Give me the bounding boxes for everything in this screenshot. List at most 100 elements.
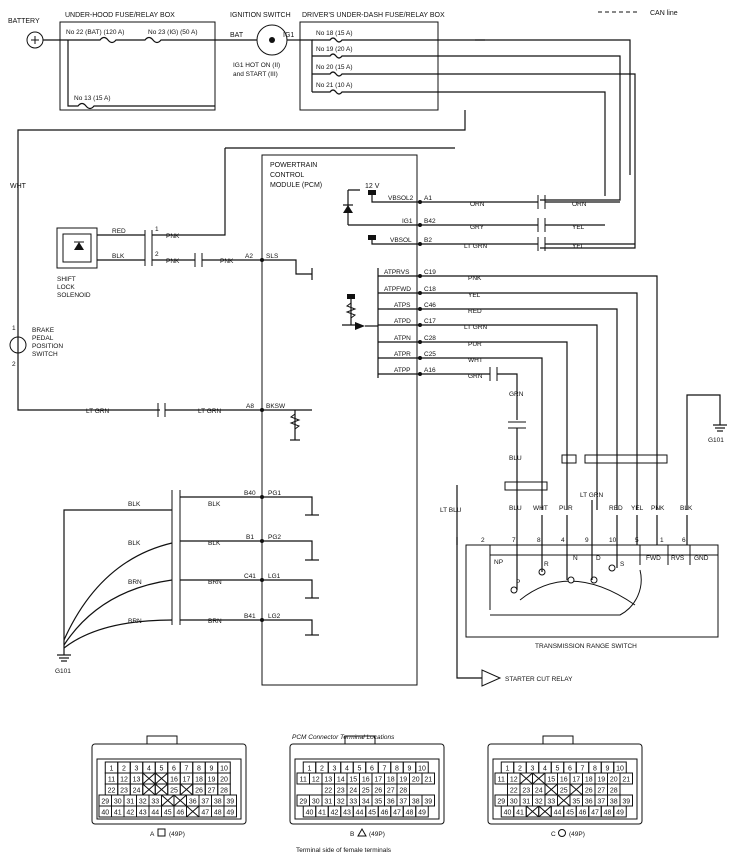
connector-a-pin: 49	[226, 810, 234, 817]
connector-a-pin: 43	[139, 810, 147, 817]
bpps-pin-2: 2	[12, 361, 16, 368]
battery-label: BATTERY	[8, 18, 40, 25]
bpps-label-1: BRAKE	[32, 327, 55, 334]
connector-a-pin: 6	[172, 766, 176, 773]
trs-connector-c	[584, 454, 668, 464]
connector-c-pin: 21	[622, 777, 630, 784]
trs-connector-a	[504, 481, 548, 491]
trs-connector-b	[561, 454, 577, 464]
connector-c-pin: 5	[556, 766, 560, 773]
connector-a-pin: 1	[110, 766, 114, 773]
connector-b-pin: 42	[331, 810, 339, 817]
connector-b-pin: 37	[399, 799, 407, 806]
trs-pin-8: 8	[537, 537, 541, 544]
connector-c-pin: 32	[535, 799, 543, 806]
connector-b-pin: 17	[374, 777, 382, 784]
connector-b-pin: 24	[349, 788, 357, 795]
brake-pedal-switch	[9, 336, 27, 354]
trs-rvs: RVS	[671, 555, 685, 562]
connector-c-pin: 11	[498, 777, 505, 784]
wire-orn-1: ORN	[470, 201, 485, 208]
connector-c-pin: 46	[579, 810, 587, 817]
trs-pin-2: 2	[481, 537, 485, 544]
connector-b-pin: 6	[370, 766, 374, 773]
wire-yel-atp: YEL	[468, 292, 481, 299]
connector-b-pin: 13	[324, 777, 332, 784]
shift-lock-label-1: SHIFT	[57, 276, 76, 283]
pcm-label-2: CONTROL	[270, 172, 304, 179]
connector-c-pin: 17	[572, 777, 580, 784]
fuse-21-label: No 21 (10 A)	[316, 82, 353, 89]
gnd-wire-blk-2: BLK	[208, 501, 221, 508]
connector-b-pin: 32	[337, 799, 345, 806]
connector-b-pin: 43	[343, 810, 351, 817]
pcm-sig-atpfwd: ATPFWD	[384, 286, 411, 293]
connector-b-pin: 44	[356, 810, 364, 817]
connector-a-pin: 29	[101, 799, 109, 806]
connector-a-pin: 33	[151, 799, 159, 806]
connector-a-pin: 37	[201, 799, 209, 806]
connector-a-pin: 12	[120, 777, 128, 784]
connector-a-pin: 39	[226, 799, 234, 806]
pcm-pin-c19: C19	[424, 269, 436, 276]
connector-c-cell	[619, 772, 633, 785]
connector-c-pin: 9	[606, 766, 610, 773]
g101-right-label: G101	[708, 437, 724, 444]
connector-c-pin: 20	[610, 777, 618, 784]
trs-col-wht: WHT	[533, 505, 548, 512]
wire-blu-2: BLU	[509, 455, 522, 462]
connector-a-pin: 11	[108, 777, 115, 784]
ignition-switch-label: IGNITION SWITCH	[230, 12, 291, 19]
wire-red-atp: RED	[468, 308, 482, 315]
connector-b-pin: 10	[418, 766, 426, 773]
wire-pnk-atp: PNK	[468, 275, 482, 282]
sl-wire-pnk-2: PNK	[166, 258, 180, 265]
connector-a-pin: 40	[101, 810, 109, 817]
connector-b-pin: 27	[387, 788, 395, 795]
wire-ltgrn-atp: LT GRN	[464, 324, 488, 331]
trs-pin-10: 10	[609, 537, 617, 544]
trs-gnd: GND	[694, 555, 709, 562]
connector-c-pin: 31	[522, 799, 530, 806]
gnd-wire-brn-2: BRN	[208, 579, 222, 586]
connector-c-pin: 39	[622, 799, 630, 806]
connector-b-cell	[421, 772, 435, 785]
wire-orn-2: ORN	[572, 201, 587, 208]
fuse-13-wire	[67, 40, 120, 110]
pcm-pin-b42: B42	[424, 218, 436, 225]
connector-a-pin: 23	[120, 788, 128, 795]
pcm-right-terminals: VBSOL2 A1 IG1 B42 VBSOL B2 ATPRVS C19 AT…	[384, 195, 436, 374]
shift-lock-solenoid	[56, 227, 98, 269]
pcm-sig-atpp: ATPP	[394, 367, 411, 374]
connector-a-pin: 47	[201, 810, 209, 817]
connector-title: PCM Connector Terminal Locations	[292, 734, 395, 741]
connector-a-pin: 32	[139, 799, 147, 806]
connector-b-pin: 39	[424, 799, 432, 806]
connector-c-pin: 49	[616, 810, 624, 817]
trs-col-blk: BLK	[680, 505, 693, 512]
trs-col-ltgrn: LT GRN	[580, 492, 604, 499]
connector-b-label: B	[350, 831, 354, 838]
connector-b-pin: 1	[308, 766, 312, 773]
pcm-pin-b2: B2	[424, 237, 432, 244]
connector-c-pin: 4	[543, 766, 547, 773]
wire-wht-atp: WHT	[468, 357, 483, 364]
bpps-label-3: POSITION	[32, 343, 63, 350]
sl-wire-pnk-3: PNK	[220, 258, 234, 265]
sl-wire-pnk-1: PNK	[166, 233, 180, 240]
trs-pin-6: 6	[682, 537, 686, 544]
shift-lock-label-3: SOLENOID	[57, 292, 91, 299]
v12-label: 12 V	[365, 183, 380, 190]
connector-a-pin: 27	[208, 788, 216, 795]
connector-a-pin: 17	[183, 777, 191, 784]
connector-b-pin: 15	[349, 777, 357, 784]
connector-b-pin: 23	[337, 788, 345, 795]
connector-c-cell	[613, 805, 627, 818]
connector-c-pin: 40	[504, 810, 512, 817]
trs-col-red: RED	[609, 505, 623, 512]
trs-pin-1: 1	[660, 537, 664, 544]
trs-np: NP	[494, 559, 503, 566]
pcm-sig-ig1: IG1	[402, 218, 413, 225]
